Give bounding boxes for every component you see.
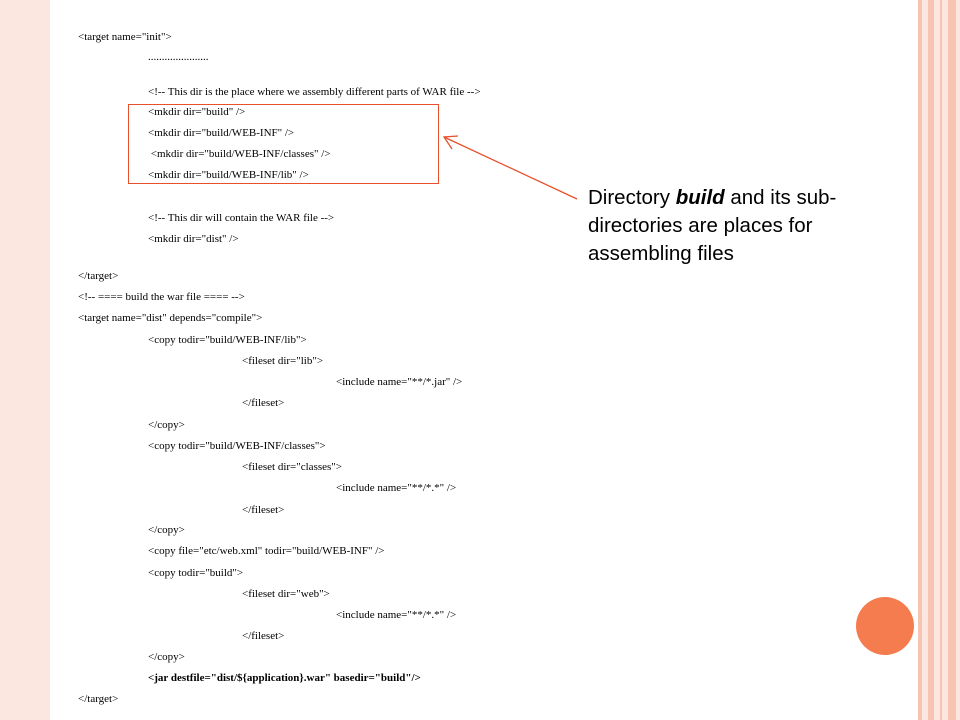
code-line: </copy> (148, 524, 185, 536)
slide-content (50, 0, 918, 720)
code-line: ...................... (148, 51, 209, 63)
right-stripe (928, 0, 934, 720)
callout-suffix: and its sub-directories are places for a… (588, 186, 837, 265)
code-line: <copy todir="build/WEB-INF/lib"> (148, 334, 307, 346)
code-line: <copy todir="build"> (148, 567, 244, 579)
code-line: </fileset> (242, 397, 285, 409)
code-line: <include name="**/*.*" /> (336, 609, 457, 621)
code-line: </target> (78, 693, 119, 705)
code-line: <!-- ==== build the war file ==== --> (78, 291, 245, 303)
code-line: <copy file="etc/web.xml" todir="build/WE… (148, 545, 385, 557)
decorative-circle (856, 597, 914, 655)
code-line: <include name="**/*.jar" /> (336, 376, 463, 388)
code-line: <include name="**/*.*" /> (336, 482, 457, 494)
code-line: </fileset> (242, 504, 285, 516)
highlight-box (128, 104, 439, 184)
code-line: <target name="init"> (78, 31, 172, 43)
code-line: </copy> (148, 651, 185, 663)
code-line: <fileset dir="classes"> (242, 461, 342, 473)
code-line: <mkdir dir="build/WEB-INF" /> (148, 127, 295, 139)
callout-prefix: Directory (588, 186, 676, 209)
code-line: </target> (78, 270, 119, 282)
code-line: <mkdir dir="build/WEB-INF/classes" /> (148, 148, 331, 160)
code-line: <mkdir dir="build" /> (148, 106, 246, 118)
code-line: <target name="dist" depends="compile"> (78, 312, 263, 324)
right-stripe (940, 0, 942, 720)
left-border (0, 0, 50, 720)
code-line: <copy todir="build/WEB-INF/classes"> (148, 440, 326, 452)
code-line: <mkdir dir="dist" /> (148, 233, 239, 245)
right-stripe (948, 0, 956, 720)
code-line: <fileset dir="lib"> (242, 355, 324, 367)
right-stripe (918, 0, 922, 720)
callout-text: Directory build and its sub-directories … (588, 184, 888, 268)
code-line: <!-- This dir is the place where we asse… (148, 86, 481, 98)
callout-emphasis: build (675, 186, 725, 209)
code-line: <fileset dir="web"> (242, 588, 330, 600)
code-line: <jar destfile="dist/${application}.war" … (148, 672, 421, 684)
code-line: <mkdir dir="build/WEB-INF/lib" /> (148, 169, 309, 181)
code-line: <!-- This dir will contain the WAR file … (148, 212, 335, 224)
code-line: </copy> (148, 419, 185, 431)
code-line: </fileset> (242, 630, 285, 642)
